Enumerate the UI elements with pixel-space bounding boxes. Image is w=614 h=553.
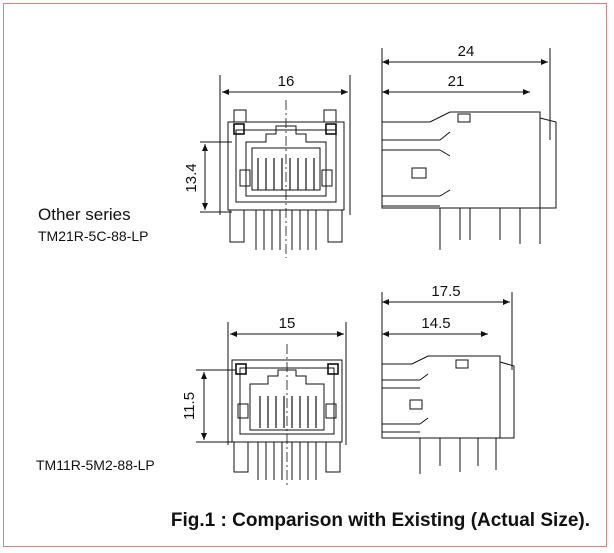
top-front-contacts bbox=[257, 158, 315, 190]
top-front-view bbox=[200, 75, 351, 258]
top-side-view bbox=[381, 48, 557, 250]
top-side-body bbox=[381, 111, 541, 209]
top-side-total-label: 24 bbox=[458, 43, 475, 60]
bottom-front-pins bbox=[233, 441, 341, 480]
top-front-jack-opening bbox=[245, 125, 327, 197]
top-model-label: TM21R-5C-88-LP bbox=[38, 228, 149, 244]
bottom-side-body-label: 14.5 bbox=[421, 315, 450, 332]
bottom-side-total-label: 17.5 bbox=[431, 283, 460, 300]
bottom-front-contacts bbox=[259, 396, 317, 428]
bottom-front-height-label: 11.5 bbox=[181, 392, 198, 420]
top-series-label: Other series bbox=[38, 205, 131, 224]
top-side-body-label: 21 bbox=[448, 73, 465, 90]
bottom-side-view bbox=[381, 292, 515, 474]
bottom-front-view bbox=[196, 322, 347, 488]
bottom-front-jack-opening bbox=[249, 369, 325, 431]
top-front-height-label: 13.4 bbox=[183, 163, 200, 192]
bottom-model-label: TM11R-5M2-88-LP bbox=[36, 457, 155, 473]
bottom-side-body bbox=[381, 355, 501, 439]
figure-caption: Fig.1 : Comparison with Existing (Actual… bbox=[170, 510, 590, 531]
bottom-front-width-label: 15 bbox=[279, 315, 296, 332]
top-front-pins bbox=[229, 209, 343, 250]
top-front-width-label: 16 bbox=[278, 73, 295, 90]
